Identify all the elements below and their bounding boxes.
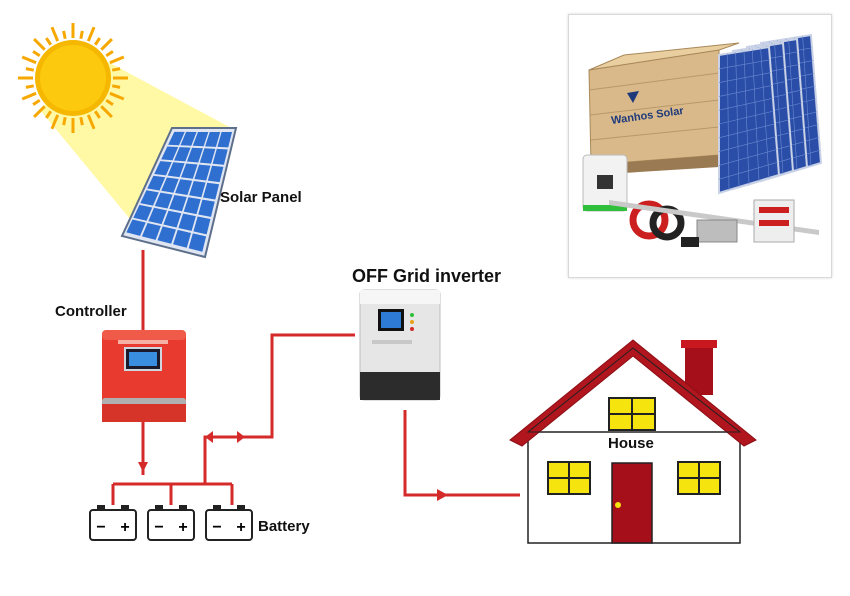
product-photo: Wanhos Solar (568, 14, 832, 278)
controller-label: Controller (55, 303, 127, 320)
solar-panel-icon (120, 127, 238, 259)
battery-label: Battery (258, 518, 310, 535)
battery-3-icon: − + (205, 505, 253, 541)
inverter-label: OFF Grid inverter (352, 266, 502, 286)
battery-group: − + − + − + (89, 505, 253, 541)
solar-panel-label: Solar Panel (220, 189, 302, 206)
battery-3-neg: − (212, 519, 221, 536)
product-photo-art (582, 33, 823, 247)
house-icon (509, 339, 757, 544)
battery-2-pos: + (178, 519, 187, 536)
battery-2-icon: − + (147, 505, 195, 541)
battery-3-pos: + (236, 519, 245, 536)
sun-icon (18, 23, 128, 133)
battery-1-neg: − (96, 519, 105, 536)
controller-icon (102, 330, 186, 422)
wire-arrows (138, 431, 448, 501)
battery-1-pos: + (120, 519, 129, 536)
battery-2-neg: − (154, 519, 163, 536)
house-label: House (608, 435, 654, 452)
wires (111, 250, 520, 505)
inverter-icon (359, 289, 441, 401)
battery-1-icon: − + (89, 505, 137, 541)
